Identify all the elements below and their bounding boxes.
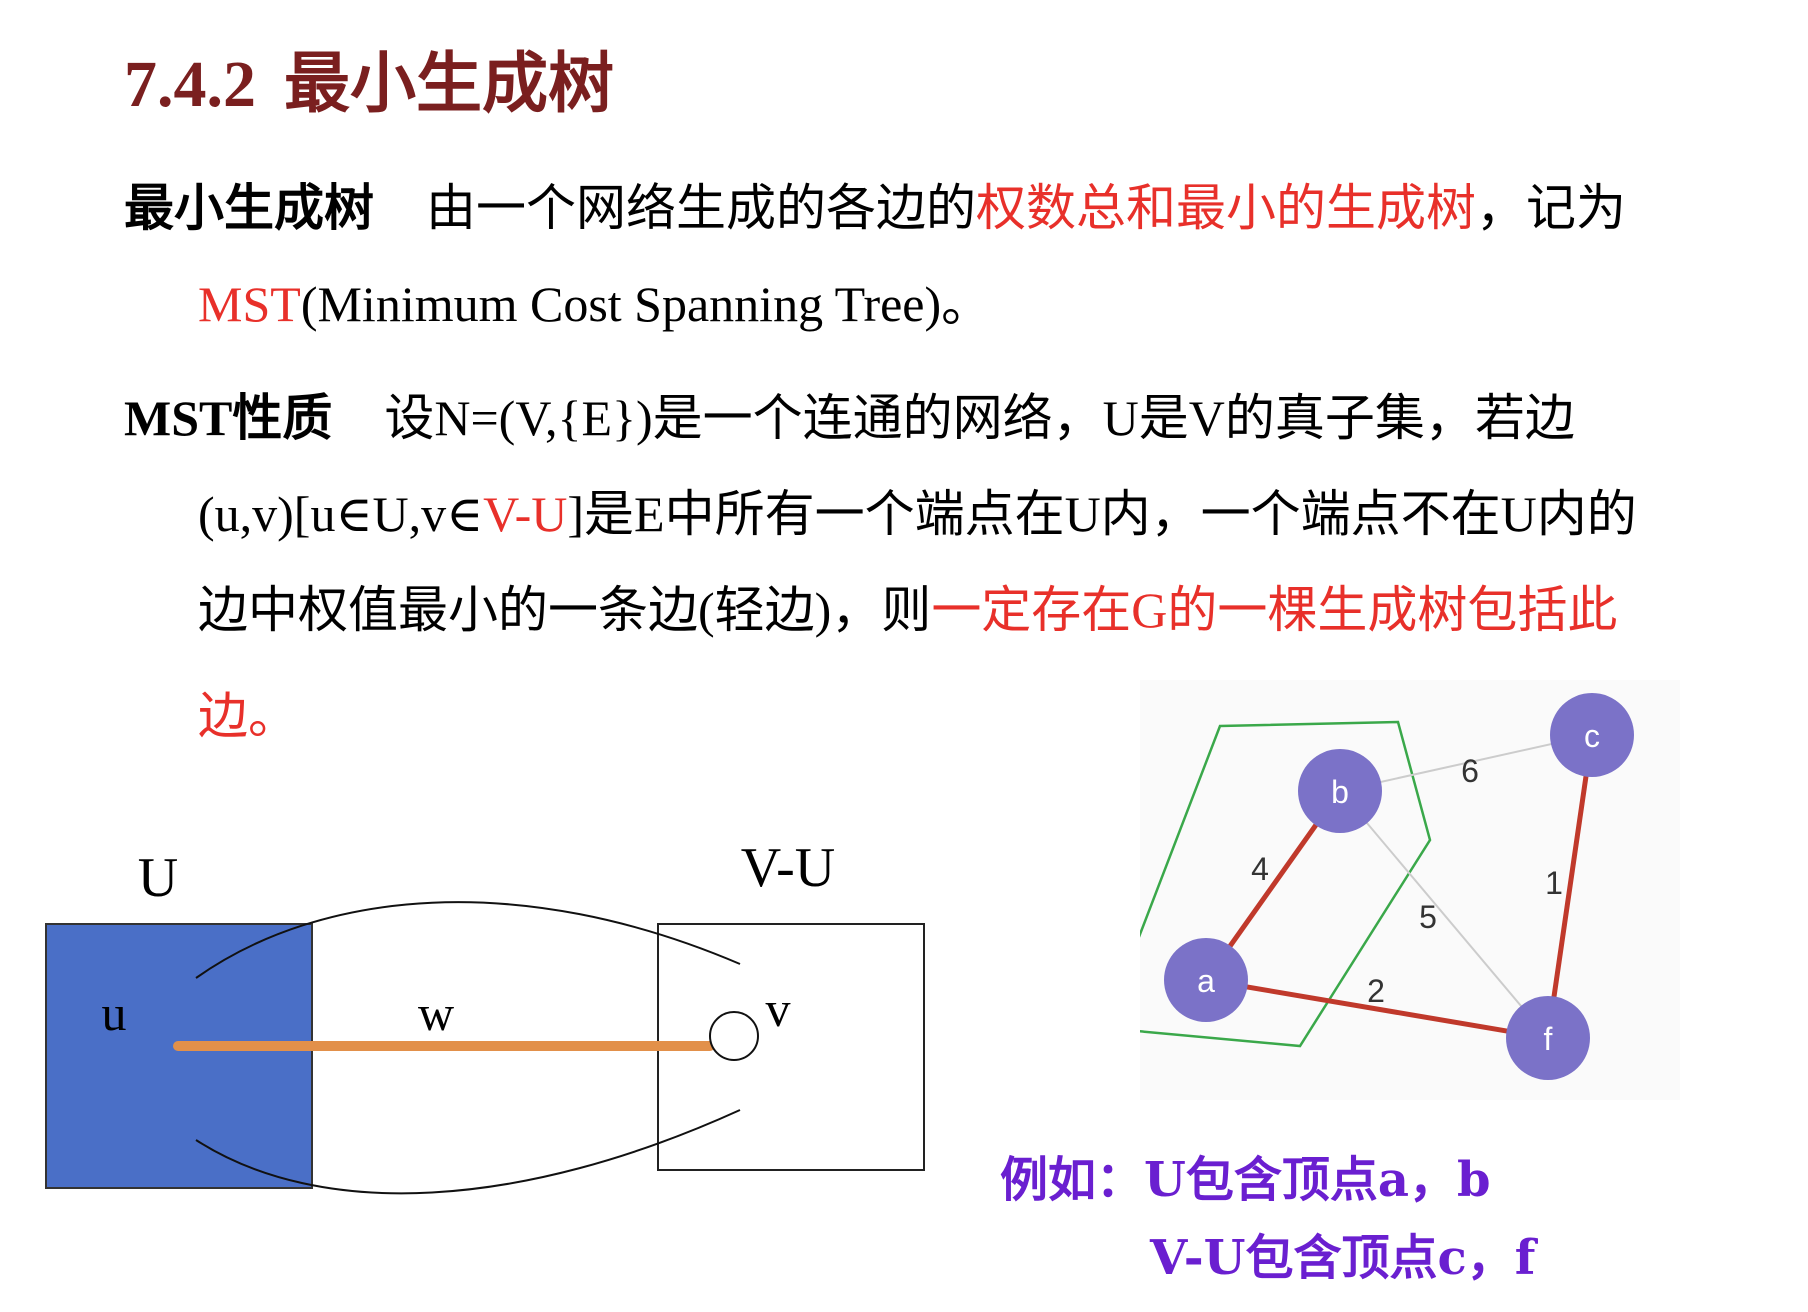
edge-b-c (1339, 734, 1593, 792)
boundary-curve-bottom (195, 1109, 741, 1195)
edge-a-f (1205, 977, 1549, 1041)
definition-term: 最小生成树 (124, 180, 374, 236)
example-note-line-2: V-U包含顶点c，f (1150, 1230, 1536, 1286)
example-note-line-1: 例如：U包含顶点a，b (1000, 1152, 1491, 1208)
property-text-3a: 边中权值最小的一条边(轻边)，则 (198, 582, 932, 638)
property-line-1: MST性质设N=(V,{E})是一个连通的网络，U是V的真子集，若边 (124, 370, 1575, 466)
edge-weight-label: w (418, 985, 454, 1041)
edge-b-f (1339, 790, 1549, 1039)
weight-label-b-c: 6 (1461, 753, 1479, 789)
set-u-box (45, 923, 313, 1189)
definition-text-a: 由一个网络生成的各边的 (426, 180, 976, 236)
vertex-u-label: u (102, 985, 127, 1041)
property-text-2b: ]是E中所有一个端点在U内，一个端点不在U内的 (567, 486, 1637, 542)
mst-abbreviation: MST (198, 276, 301, 332)
section-title: 7.4.2 最小生成树 (124, 30, 614, 126)
node-a-circle (1164, 938, 1248, 1022)
vertex-v-label: v (766, 981, 791, 1037)
weight-label-c-f: 1 (1545, 865, 1563, 901)
section-number: 7.4.2 (124, 48, 256, 121)
set-vu-label: V-U (741, 837, 835, 899)
graph-example: 6 5 4 2 1 b c a f (1140, 680, 1680, 1100)
set-u-label: U (138, 847, 178, 909)
weight-label-a-b: 4 (1251, 851, 1269, 887)
property-text-2-red: V-U (483, 486, 568, 542)
property-text-3-red: 一定存在G的一棵生成树包括此 (931, 582, 1618, 638)
property-line-4: 边。 (198, 668, 298, 764)
definition-line-2: MST(Minimum Cost Spanning Tree)。 (198, 256, 991, 352)
cut-diagram: U V-U u w v (45, 837, 925, 1195)
property-line-2: (u,v)[u∈U,v∈V-U]是E中所有一个端点在U内，一个端点不在U内的 (198, 466, 1637, 562)
edge-c-f (1545, 734, 1595, 1039)
definition-highlight: 权数总和最小的生成树 (976, 180, 1476, 236)
node-b-circle (1298, 749, 1382, 833)
definition-text-b: ，记为 (1476, 180, 1626, 236)
property-text-1: 设N=(V,{E})是一个连通的网络，U是V的真子集，若边 (384, 390, 1575, 446)
property-text-4-red: 边。 (198, 688, 298, 744)
vertex-v-circle (709, 1011, 759, 1061)
node-f-circle (1506, 996, 1590, 1080)
node-a-label: a (1197, 963, 1215, 999)
node-b-label: b (1331, 774, 1349, 810)
property-line-3: 边中权值最小的一条边(轻边)，则一定存在G的一棵生成树包括此 (198, 562, 1617, 658)
weight-label-a-f: 2 (1367, 973, 1385, 1009)
set-u-boundary (1140, 720, 1432, 1048)
definition-line-1: 最小生成树由一个网络生成的各边的权数总和最小的生成树，记为 (124, 160, 1626, 256)
mst-full-name: (Minimum Cost Spanning Tree)。 (300, 276, 992, 332)
node-f-label: f (1544, 1021, 1553, 1057)
boundary-curve-top (195, 901, 741, 979)
weight-label-b-f: 5 (1419, 899, 1437, 935)
property-term: MST性质 (124, 390, 333, 446)
node-c-label: c (1584, 718, 1600, 754)
property-text-2a: (u,v)[u∈U,v∈ (198, 486, 484, 542)
section-heading: 最小生成树 (284, 48, 614, 121)
node-c-circle (1550, 693, 1634, 777)
